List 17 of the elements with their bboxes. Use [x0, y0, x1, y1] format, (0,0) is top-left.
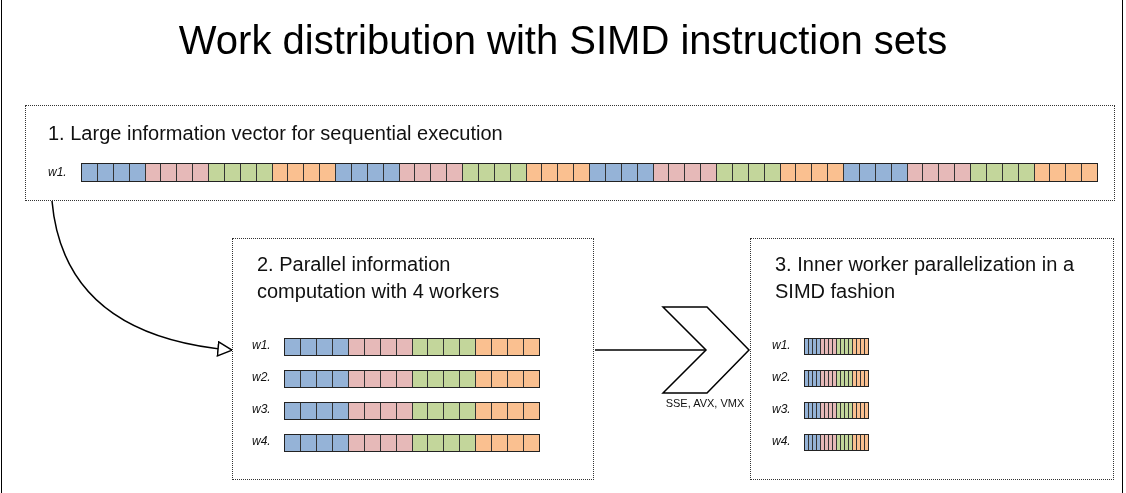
panel-heading: 2. Parallel information computation with 4 workers [257, 252, 501, 304]
worker-label: w2. [252, 370, 271, 384]
worker-label: w4. [252, 434, 271, 448]
panel-heading: 3. Inner worker parallelization in a SIMD fashion [775, 252, 1075, 304]
dotted-panel [232, 238, 594, 480]
worker-label: w1. [252, 338, 271, 352]
dotted-panel [750, 238, 1114, 480]
curved-arrow [51, 200, 233, 357]
worker-label: w2. [772, 370, 791, 384]
worker-label: w4. [772, 434, 791, 448]
title: Work distribution with SIMD instruction sets [177, 18, 949, 63]
worker-label: w3. [772, 402, 791, 416]
worker-label: w1. [772, 338, 791, 352]
worker-label: w1. [48, 165, 67, 179]
worker-label: w3. [252, 402, 271, 416]
panel-heading: 1. Large information vector for sequential execution [48, 121, 504, 146]
dotted-panel [25, 105, 1115, 201]
